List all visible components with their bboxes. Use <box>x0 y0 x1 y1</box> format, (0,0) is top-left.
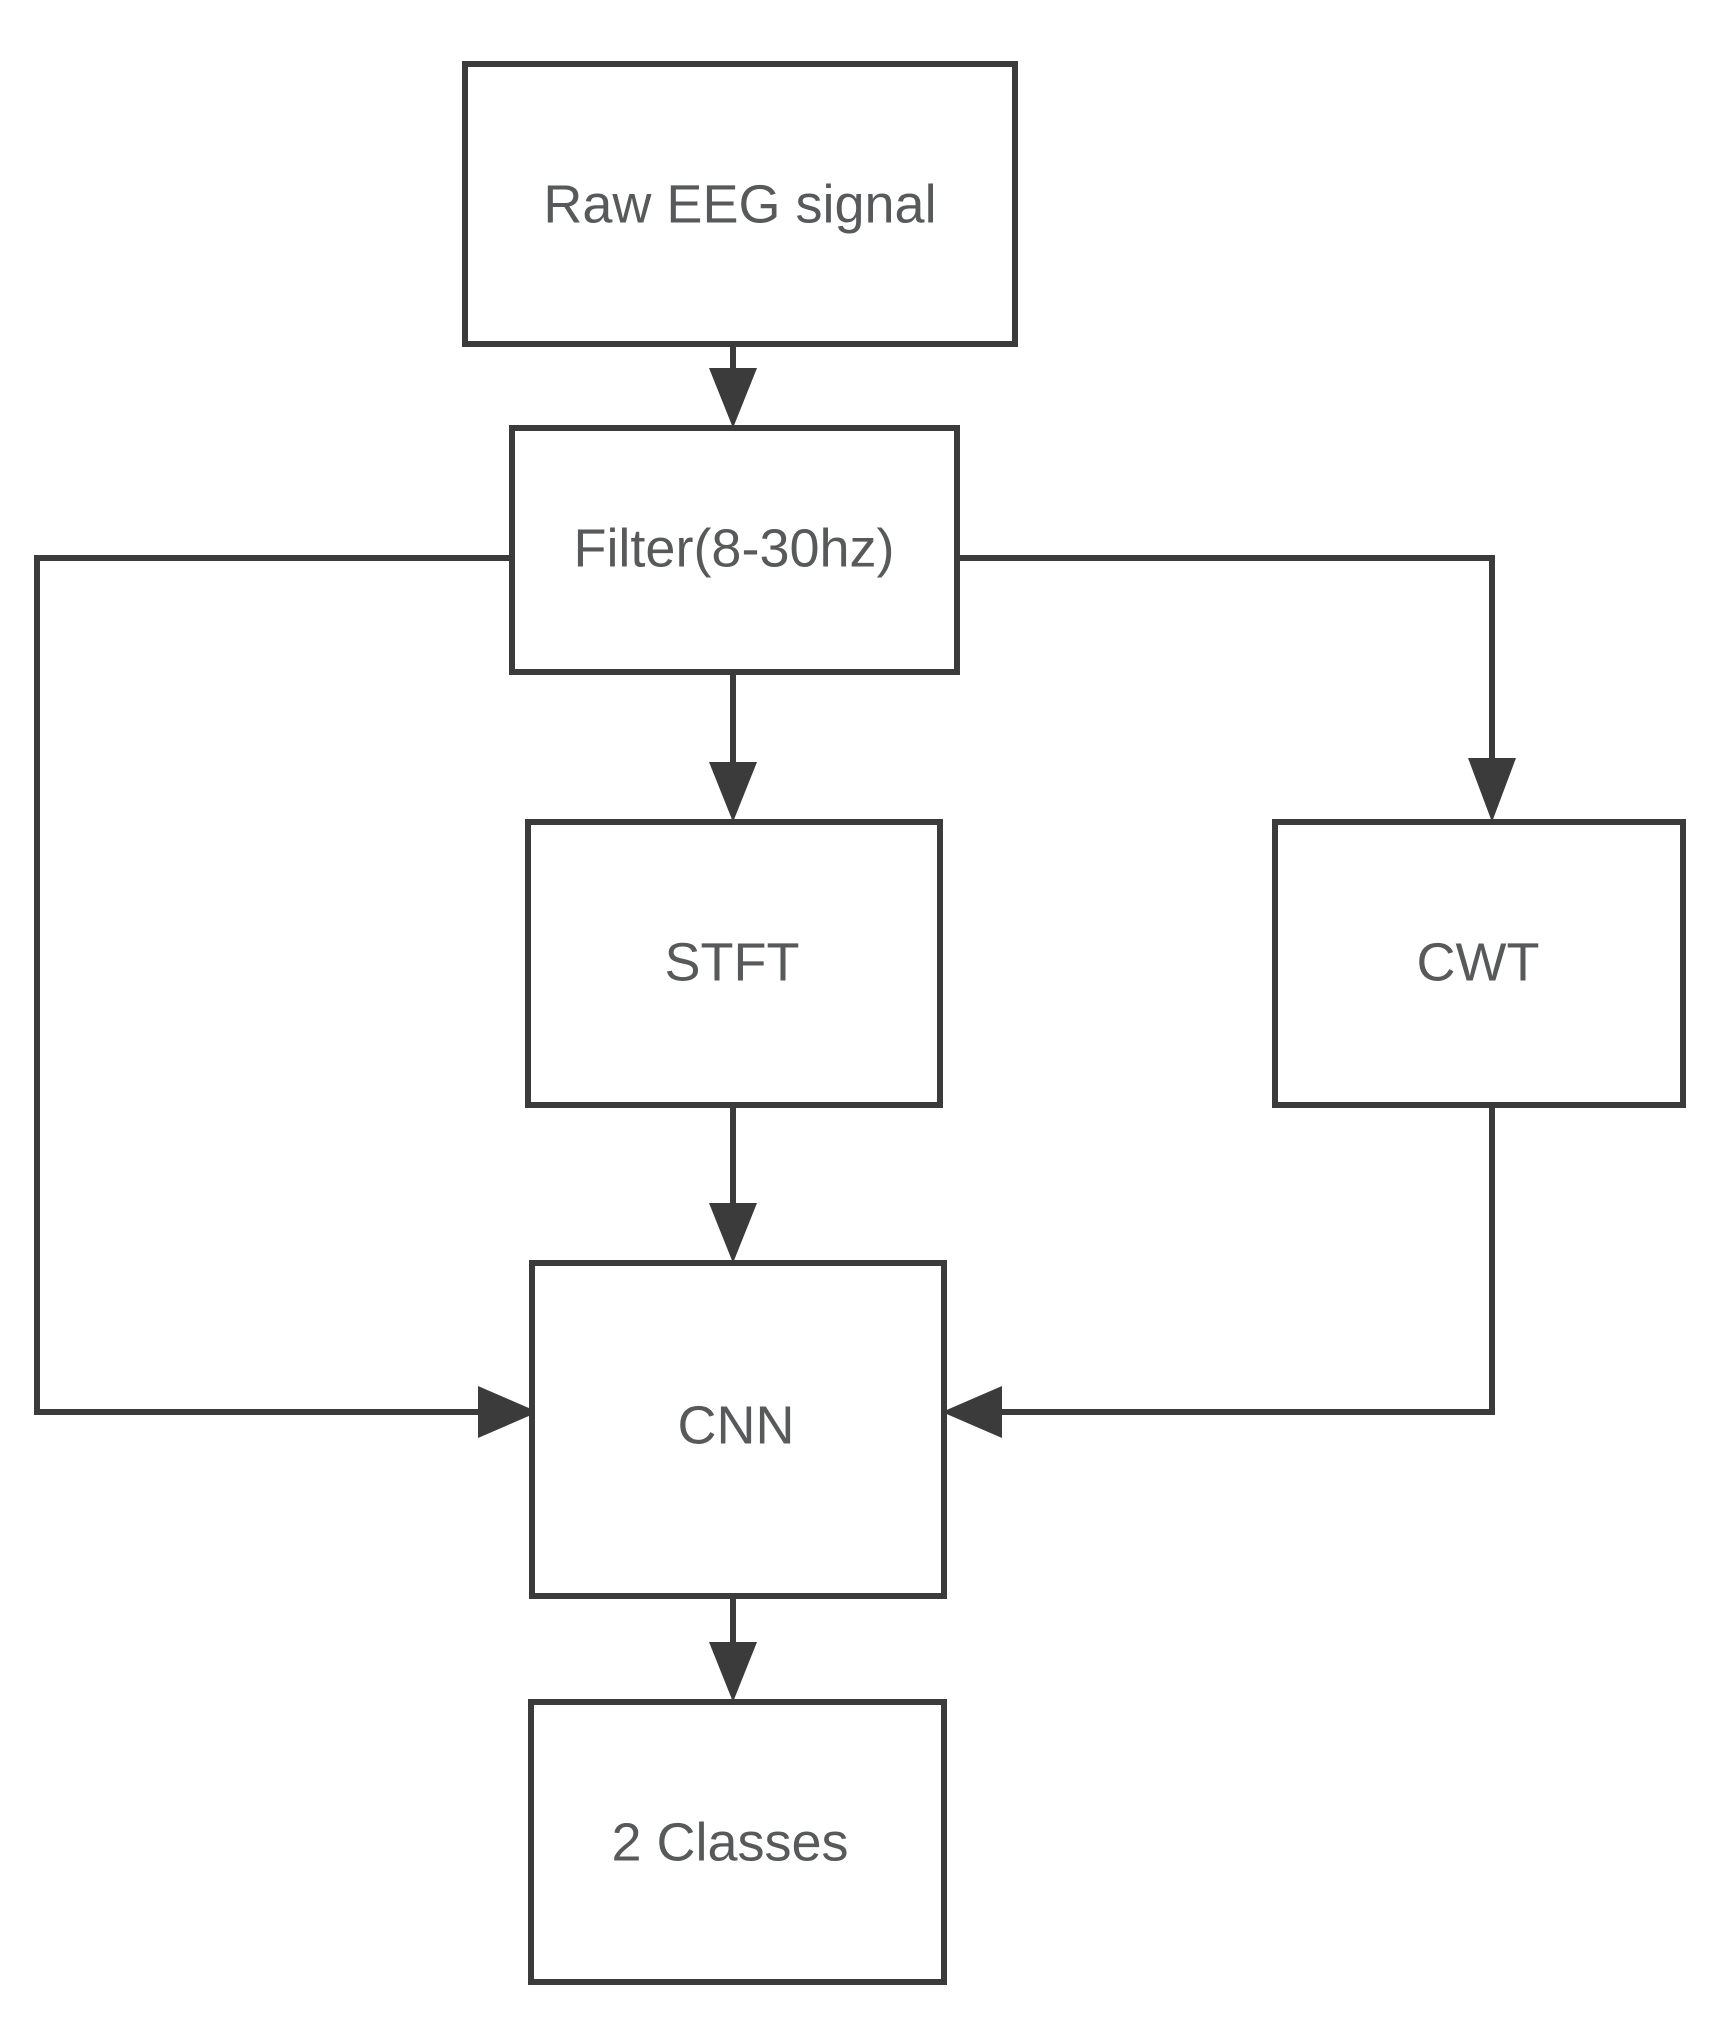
node-label-stft: STFT <box>665 932 800 992</box>
node-box[interactable] <box>525 819 943 1108</box>
arrow-head-down <box>709 368 757 428</box>
edge-line-segment <box>34 555 512 1415</box>
arrow-head-down <box>709 1203 757 1263</box>
edge-filter-to-cnn-left <box>34 555 538 1438</box>
edge-filter-to-stft <box>709 672 757 822</box>
arrow-head-right <box>478 1386 538 1438</box>
node-filter[interactable]: Filter(8-30hz) <box>509 425 960 675</box>
edge-raw-eeg-to-filter <box>709 344 757 428</box>
node-2-classes[interactable]: 2 Classes <box>528 1699 947 1985</box>
node-label-cnn: CNN <box>678 1395 795 1455</box>
node-cwt[interactable]: CWT <box>1272 819 1686 1108</box>
node-label-filter: Filter(8-30hz) <box>573 518 894 578</box>
edge-stft-to-cnn <box>709 1105 757 1263</box>
node-stft[interactable]: STFT <box>525 819 943 1108</box>
edge-filter-to-cwt <box>957 555 1516 822</box>
node-cnn[interactable]: CNN <box>529 1260 947 1599</box>
node-box[interactable] <box>528 1699 947 1985</box>
arrow-head-down <box>1468 758 1516 822</box>
node-box[interactable] <box>1272 819 1686 1108</box>
edge-cnn-to-classes <box>709 1596 757 1702</box>
arrow-head-down <box>709 1642 757 1702</box>
arrow-head-left <box>942 1386 1002 1438</box>
edge-line-segment <box>998 1105 1495 1415</box>
node-raw-eeg-signal[interactable]: Raw EEG signal <box>462 61 1018 347</box>
node-box[interactable] <box>529 1260 947 1599</box>
node-label-raw-eeg-signal: Raw EEG signal <box>543 174 936 234</box>
node-label-cwt: CWT <box>1417 932 1540 992</box>
arrow-head-down <box>709 762 757 822</box>
node-label-2-classes: 2 Classes <box>611 1812 848 1872</box>
edge-cwt-to-cnn <box>942 1105 1495 1438</box>
node-box[interactable] <box>462 61 1018 347</box>
node-box[interactable] <box>509 425 960 675</box>
edge-line-segment <box>957 555 1495 762</box>
